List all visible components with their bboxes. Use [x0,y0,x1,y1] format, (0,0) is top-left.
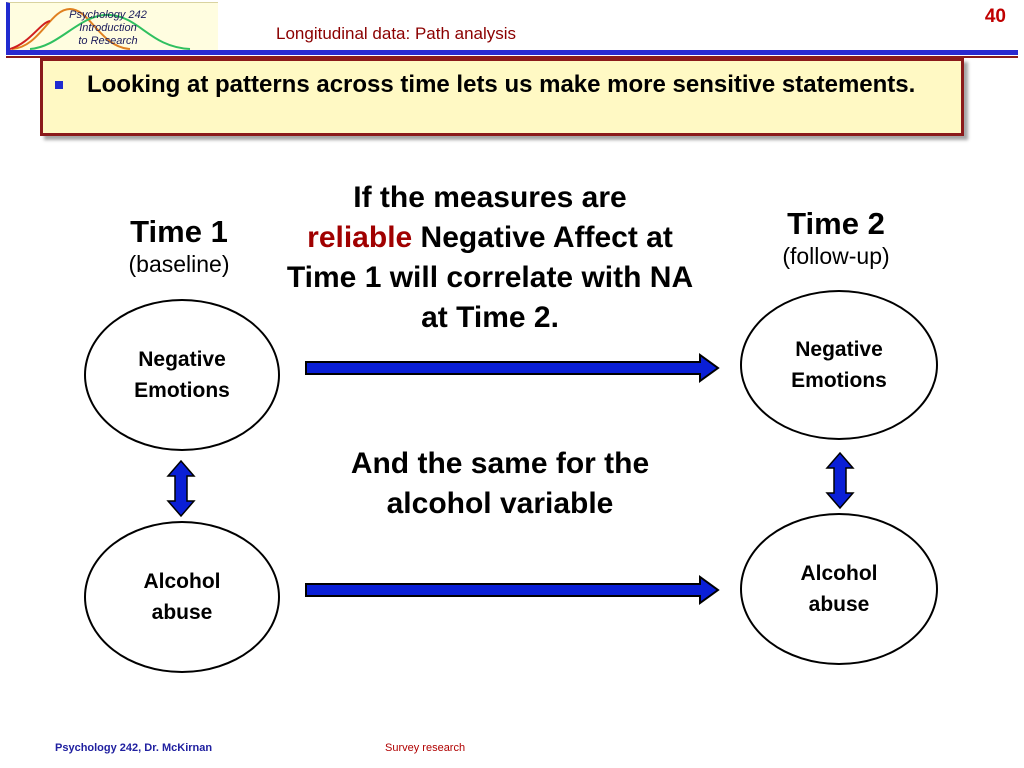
footer-topic: Survey research [385,742,466,754]
footer-course: Psychology 242, Dr. McKirnan [55,742,213,754]
node-negative-emotions-t1: Negative Emotions [84,299,280,451]
node-label: Alcohol abuse [143,570,221,624]
course-logo: Psychology 242 Introduction to Research [6,2,218,53]
double-arrow-t1 [166,459,196,518]
time1-sublabel: (baseline) [128,251,230,277]
reliable-word: reliable [307,221,413,254]
node-alcohol-abuse-t2: Alcohol abuse [740,513,938,665]
arrow-neg-t1-to-t2 [305,353,720,383]
alcohol-note: And the same for the alcohol variable [350,447,650,520]
logo-text: Psychology 242 Introduction to Research [60,9,156,48]
node-label: Negative Emotions [134,348,230,402]
logo-line-2: Introduction [79,22,137,34]
time2-label: Time 2 [787,206,885,241]
header-divider [6,50,1018,55]
logo-line-1: Psychology 242 [69,9,147,21]
header-divider-thin [6,56,1018,58]
time1-label: Time 1 [130,214,228,249]
time2-sublabel: (follow-up) [782,243,890,269]
reliability-line-b: Negative Affect at Time 1 will correlate… [286,221,694,334]
node-negative-emotions-t2: Negative Emotions [740,290,938,440]
callout-text: Looking at patterns across time lets us … [87,71,916,98]
double-arrow-t2 [825,451,855,510]
time1-heading: Time 1 (baseline) [104,214,254,278]
node-label: Alcohol abuse [800,562,878,616]
slide-title: Longitudinal data: Path analysis [276,24,517,43]
node-alcohol-abuse-t1: Alcohol abuse [84,521,280,673]
time2-heading: Time 2 (follow-up) [756,206,916,270]
logo-line-3: to Research [78,35,138,47]
slide-number: 40 [984,6,1006,27]
reliability-note: If the measures are reliable Negative Af… [278,178,702,338]
bullet-icon [55,81,63,89]
bell-curve-icon [10,7,191,50]
callout-box: Looking at patterns across time lets us … [40,58,964,136]
reliability-line-a: If the measures are [353,181,627,214]
arrow-alc-t1-to-t2 [305,575,720,605]
node-label: Negative Emotions [791,338,887,392]
